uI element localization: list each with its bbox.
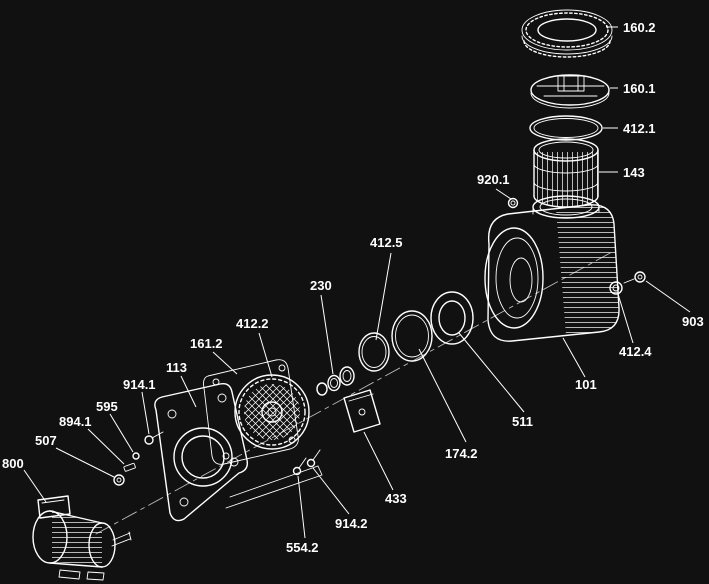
leader-511	[458, 332, 525, 413]
part-label-161-2: 161.2	[190, 336, 223, 351]
leader-595	[109, 413, 134, 453]
screw-drawing-554-2	[292, 457, 307, 476]
oring-drawing-412-1	[529, 115, 603, 141]
part-label-412-5: 412.5	[370, 235, 403, 250]
oring-drawing-412-4	[609, 281, 623, 295]
part-label-914-1: 914.1	[123, 377, 156, 392]
drain-plug-drawing-903	[623, 271, 646, 284]
leader-914-2	[312, 467, 350, 515]
pump-housing-drawing-101	[484, 195, 620, 342]
part-label-920-1: 920.1	[477, 172, 510, 187]
part-label-903: 903	[682, 314, 704, 329]
part-label-230: 230	[310, 278, 332, 293]
washer-drawing-507	[113, 474, 125, 486]
leader-433	[363, 431, 394, 491]
part-label-160-1: 160.1	[623, 81, 656, 96]
leader-800	[23, 469, 47, 503]
leader-554-2	[297, 475, 306, 539]
leader-903	[645, 280, 691, 313]
leader-161-2	[212, 351, 238, 375]
screw-drawing-914-1	[144, 431, 164, 445]
part-label-554-2: 554.2	[286, 540, 319, 555]
screw-drawing-914-2	[306, 449, 321, 468]
leader-lines	[23, 26, 691, 539]
part-label-800: 800	[2, 456, 24, 471]
oring-drawing-174-2	[391, 310, 433, 362]
ring-drawing-511	[430, 291, 474, 345]
part-label-174-2: 174.2	[445, 446, 478, 461]
part-label-511: 511	[512, 414, 533, 429]
strainer-basket-drawing-143	[533, 138, 599, 208]
oring-drawing-412-5	[358, 332, 390, 372]
leader-914-1	[141, 391, 150, 435]
part-label-160-2: 160.2	[623, 20, 656, 35]
impeller-drawing-412-2	[234, 374, 310, 450]
leader-174-2	[418, 348, 467, 443]
leader-113	[180, 375, 197, 408]
part-labels: 160.2 160.1 412.1 143 920.1 412.5 230 41…	[2, 20, 704, 555]
shaft-axis-line	[95, 251, 613, 535]
leader-412-2	[258, 332, 273, 378]
leader-894-1	[87, 428, 125, 465]
part-label-143: 143	[623, 165, 645, 180]
part-label-433: 433	[385, 491, 407, 506]
part-label-412-4: 412.4	[619, 344, 652, 359]
bracket-plate-drawing-433	[343, 389, 381, 433]
part-label-412-2: 412.2	[236, 316, 269, 331]
part-label-507: 507	[35, 433, 57, 448]
leader-412-4	[617, 293, 634, 344]
leader-230	[320, 294, 334, 375]
motor-drawing-800	[32, 495, 132, 581]
pin-drawing-595	[132, 452, 140, 460]
part-label-412-1: 412.1	[623, 121, 656, 136]
leader-507	[55, 447, 115, 478]
lid-insert-drawing-160-1	[530, 74, 610, 109]
leader-412-5	[375, 252, 392, 341]
motor-bracket-drawing-113	[154, 382, 323, 522]
part-label-894-1: 894.1	[59, 414, 92, 429]
part-label-914-2: 914.2	[335, 516, 368, 531]
part-label-595: 595	[96, 399, 118, 414]
part-label-101: 101	[575, 377, 597, 392]
leader-101	[562, 337, 586, 378]
plug-drawing-920-1	[507, 197, 519, 209]
lid-ring-drawing-160-2	[521, 9, 613, 58]
seal-drawing-230	[316, 366, 355, 396]
key-drawing-894-1	[123, 462, 136, 472]
part-label-113: 113	[166, 360, 187, 375]
leader-920-1	[495, 188, 512, 200]
